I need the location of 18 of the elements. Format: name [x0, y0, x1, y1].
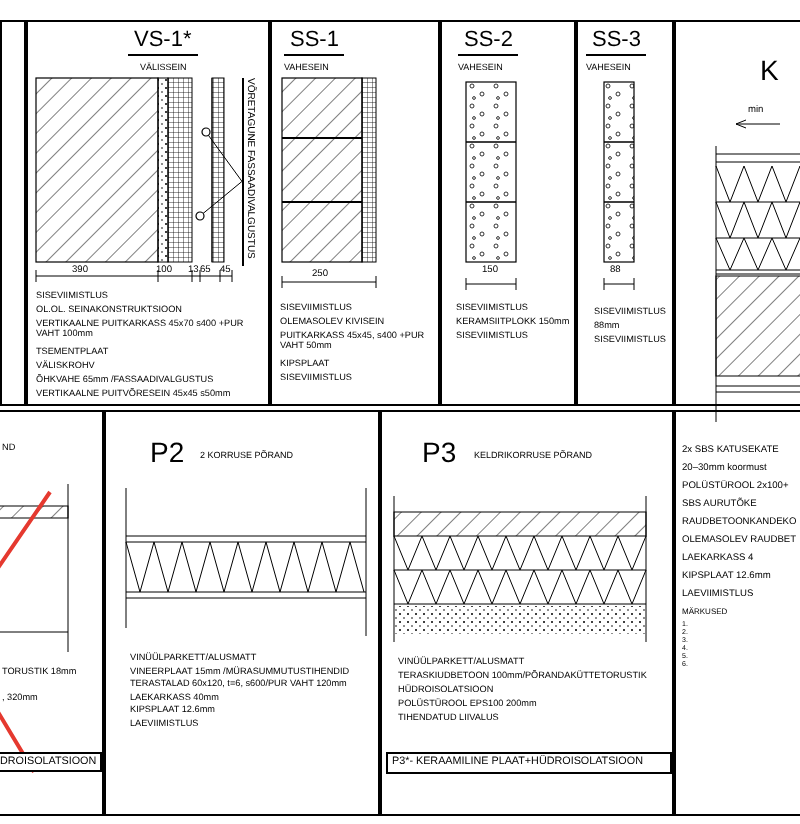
detail-panel	[576, 20, 674, 406]
section-title: P3	[422, 436, 457, 469]
detail-panel	[0, 410, 104, 816]
detail-panel	[26, 20, 270, 406]
detail-panel	[0, 20, 26, 406]
detail-panel	[270, 20, 440, 406]
detail-panel	[674, 410, 800, 816]
section-title: SS-1	[284, 28, 345, 56]
section-title: VS-1*	[128, 28, 198, 56]
leader-line	[195, 180, 243, 221]
section-title: SS-3	[586, 28, 647, 56]
detail-panel	[380, 410, 674, 816]
detail-panel	[440, 20, 576, 406]
section-title: P2	[150, 436, 185, 469]
leader-line	[201, 127, 243, 182]
section-title: K	[760, 54, 779, 87]
section-title: SS-2	[458, 28, 519, 56]
detail-panel	[104, 410, 380, 816]
